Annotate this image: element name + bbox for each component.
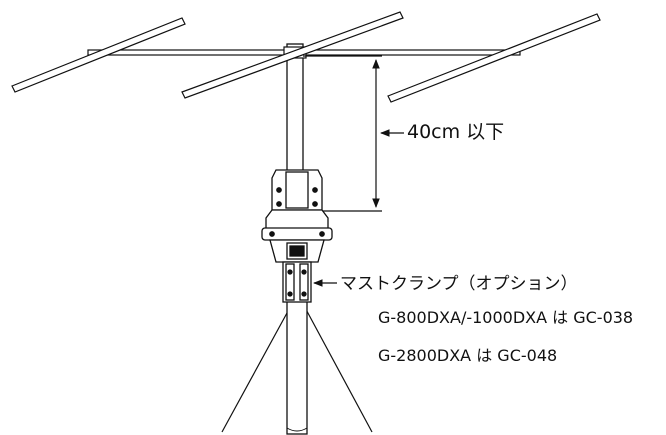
height-limit-label: 40cm 以下 (407, 121, 505, 143)
element-right (387, 13, 601, 103)
element-center (181, 11, 404, 99)
antenna-elements (11, 11, 601, 103)
stand-legs (221, 301, 373, 433)
clamp-model-note-1: G-800DXA/-1000DXA は GC-038 (378, 308, 634, 327)
clamp-model-note-2: G-2800DXA は GC-048 (378, 346, 558, 365)
rotator-unit (261, 169, 333, 303)
element-left (11, 17, 186, 93)
mast-clamp-label: マストクランプ（オプション） (340, 274, 578, 294)
upper-mast (283, 43, 307, 175)
